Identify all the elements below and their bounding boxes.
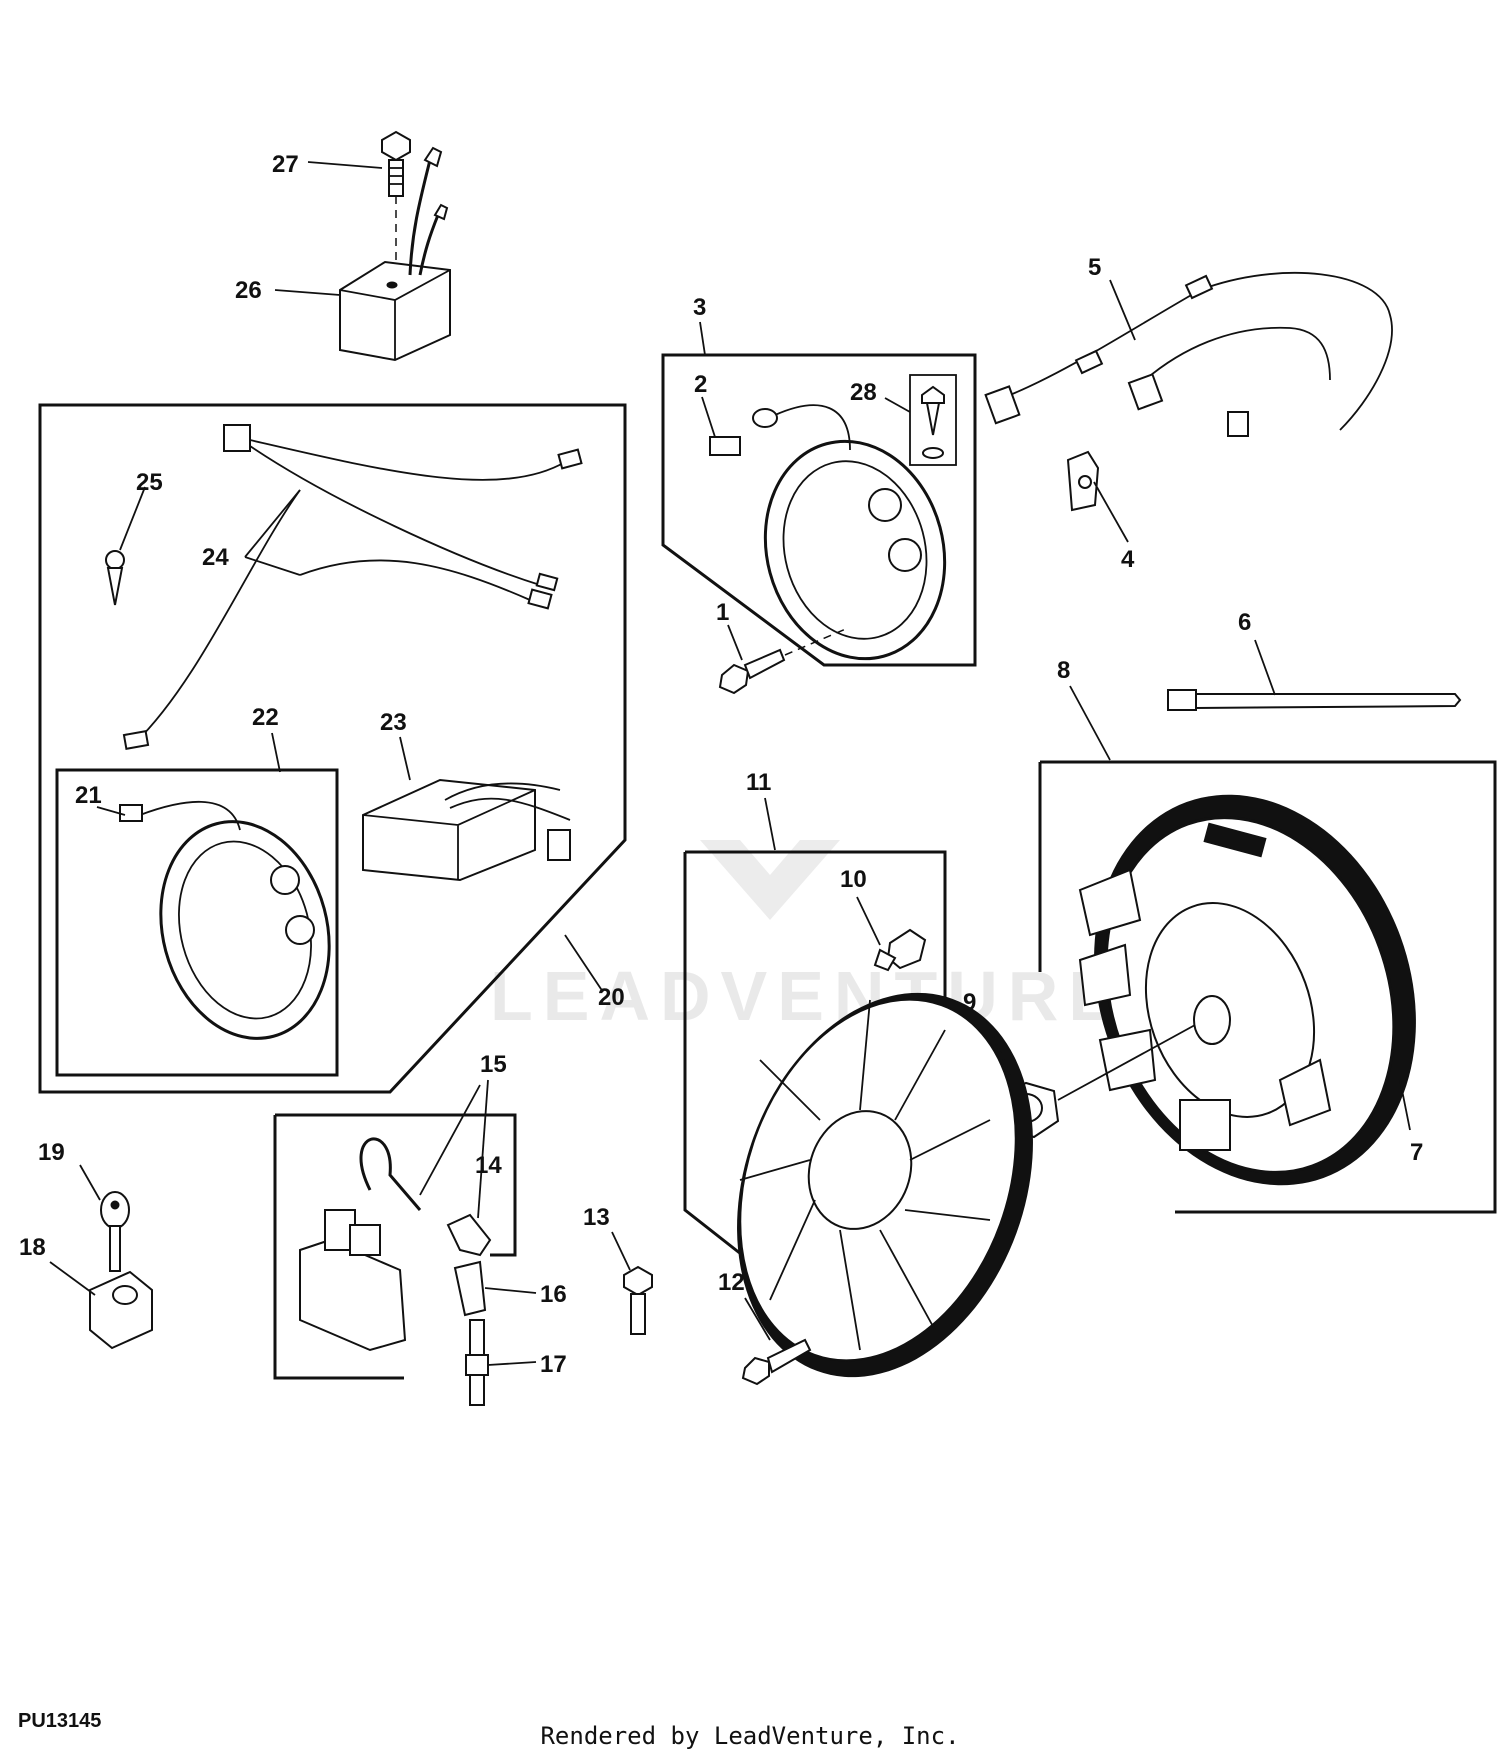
part-12-bolt — [741, 1338, 812, 1386]
part-10-screw — [873, 928, 927, 972]
part-28-screw — [909, 374, 957, 466]
part-25-screw — [105, 550, 125, 606]
callout-12: 12 — [718, 1269, 745, 1296]
callout-20: 20 — [598, 984, 625, 1011]
part-4-clip — [1066, 450, 1100, 512]
part-18-knob — [89, 1270, 153, 1350]
callout-13: 13 — [583, 1204, 610, 1231]
callout-1: 1 — [716, 599, 729, 626]
part-6-cable-tie — [1167, 689, 1462, 711]
callout-28: 28 — [850, 379, 877, 406]
callout-15: 15 — [480, 1051, 507, 1078]
callout-23: 23 — [380, 709, 407, 736]
callout-4: 4 — [1121, 546, 1135, 573]
kit-11-box — [683, 850, 947, 1267]
callout-18: 18 — [19, 1234, 46, 1261]
callout-25: 25 — [136, 469, 163, 496]
part-7-flywheel — [1078, 794, 1416, 1186]
part-16-cap — [453, 1260, 487, 1317]
callout-8: 8 — [1057, 657, 1070, 684]
callout-3: 3 — [693, 294, 706, 321]
callout-7: 7 — [1410, 1139, 1423, 1166]
credit-text: Rendered by LeadVenture, Inc. — [540, 1722, 960, 1750]
callouts: 1 2 3 4 5 6 7 8 9 10 11 12 13 14 15 16 1… — [19, 151, 1423, 1378]
callout-6: 6 — [1238, 609, 1251, 636]
callout-27: 27 — [272, 151, 299, 178]
part-22-stator — [119, 800, 331, 1040]
watermark: LEADVENTURE — [490, 840, 1125, 1035]
part-2-connector — [709, 436, 741, 456]
kit-20-box — [38, 403, 627, 1094]
part-3-stator — [752, 404, 947, 661]
figure-id: PU13145 — [18, 1710, 102, 1732]
callout-19: 19 — [38, 1139, 65, 1166]
kit-15-box — [273, 1113, 517, 1380]
part-24-harness — [122, 424, 583, 750]
leader-lines — [49, 161, 1411, 1366]
part-14-boot — [446, 1213, 492, 1257]
watermark-text: LEADVENTURE — [490, 957, 1125, 1035]
part-23-module — [362, 778, 571, 882]
callout-24: 24 — [202, 544, 229, 571]
callout-22: 22 — [252, 704, 279, 731]
part-11-screen — [737, 992, 1033, 1378]
callout-9: 9 — [963, 989, 976, 1016]
callout-26: 26 — [235, 277, 262, 304]
part-5-harness — [984, 271, 1393, 437]
callout-17: 17 — [540, 1351, 567, 1378]
part-26-block — [339, 146, 451, 362]
part-27-bolt — [381, 130, 411, 197]
part-1-bolt — [718, 627, 849, 695]
part-17-spark-plug — [465, 1319, 489, 1406]
callout-10: 10 — [840, 866, 867, 893]
kit-3-box — [661, 353, 977, 667]
callout-21: 21 — [75, 782, 102, 809]
kit-8-box — [1038, 760, 1497, 1214]
part-15-coil — [299, 1137, 422, 1352]
callout-2: 2 — [694, 371, 707, 398]
callout-16: 16 — [540, 1281, 567, 1308]
part-13-bolt — [623, 1265, 653, 1335]
callout-5: 5 — [1088, 254, 1101, 281]
callout-11: 11 — [746, 769, 771, 796]
part-19-key — [100, 1191, 130, 1272]
callout-14: 14 — [475, 1152, 502, 1179]
